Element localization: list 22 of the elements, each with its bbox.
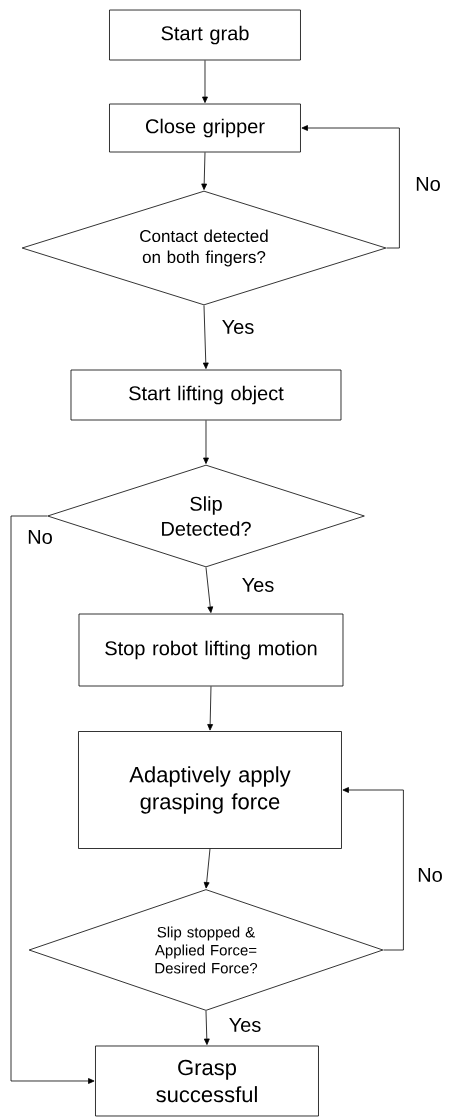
- edge-label: Yes: [227, 1017, 263, 1033]
- edge-label: No: [414, 176, 442, 192]
- arrow: [202, 305, 209, 369]
- arrow: [203, 1010, 210, 1045]
- arrow: [202, 60, 208, 103]
- arrow: [201, 152, 208, 190]
- arrow: [203, 420, 209, 464]
- edge-label: Yes: [220, 319, 256, 335]
- process-box: Start lifting object: [70, 369, 342, 421]
- edge-label: Yes: [240, 577, 276, 593]
- arrow: [203, 848, 211, 889]
- process-box: Stop robot lifting motion: [78, 613, 344, 687]
- arrow: [301, 125, 400, 249]
- arrow: [342, 787, 404, 951]
- arrow: [205, 567, 214, 613]
- process-box: Adaptively apply grasping force: [78, 731, 342, 849]
- arrow: [10, 515, 95, 1084]
- process-box: Grasp successful: [95, 1045, 319, 1117]
- edge-label: No: [416, 867, 444, 883]
- process-box: Close gripper: [109, 103, 301, 153]
- process-box: Start grab: [109, 9, 301, 61]
- arrow: [207, 686, 214, 731]
